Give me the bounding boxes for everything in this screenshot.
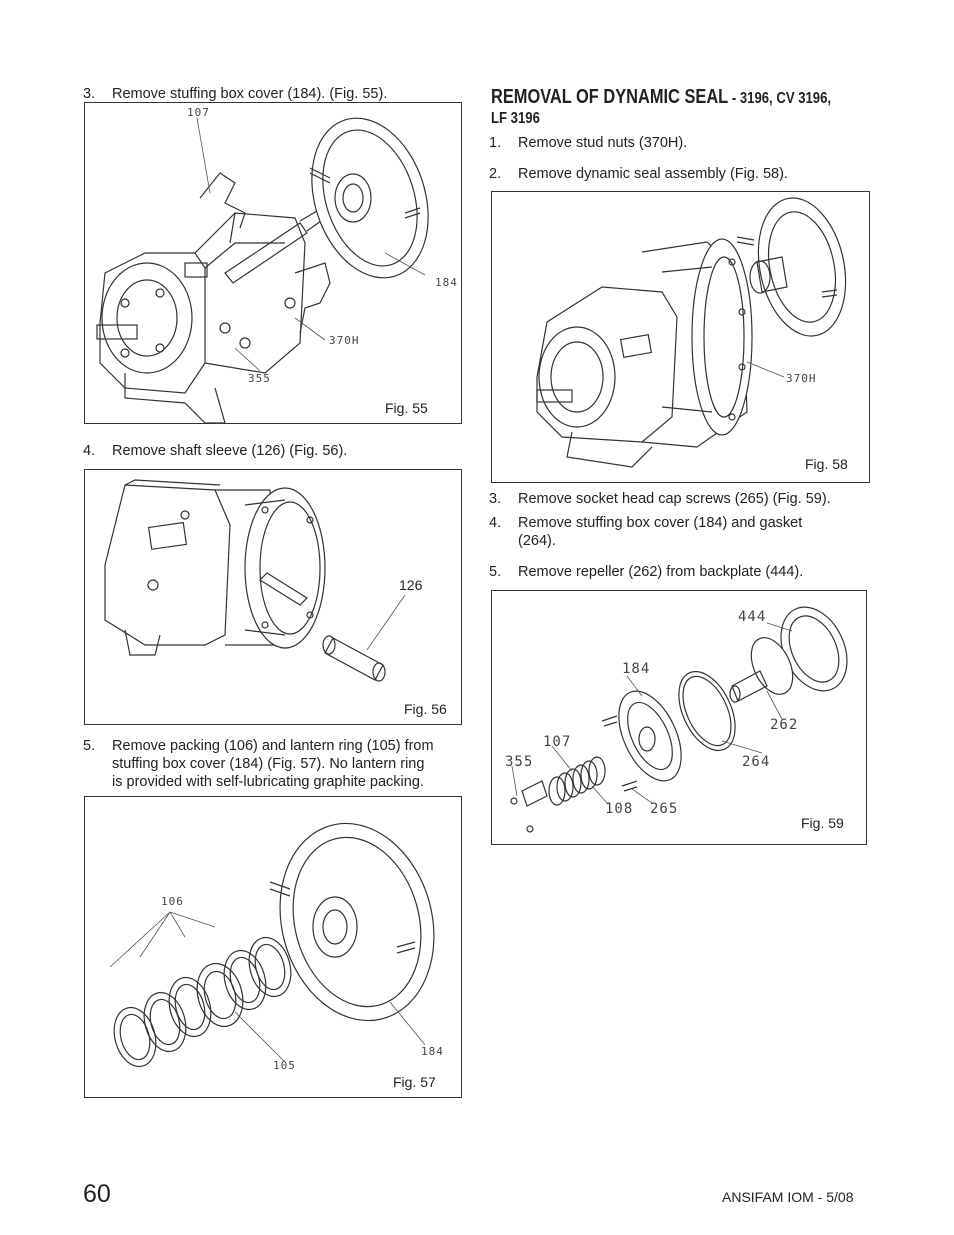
callout-370h: 370H: [329, 334, 360, 347]
section-heading-line-2: LF 3196: [491, 110, 540, 127]
callout-107: 107: [187, 106, 210, 119]
document-id: ANSIFAM IOM - 5/08: [722, 1189, 854, 1205]
step-4-left: 4. Remove shaft sleeve (126) (Fig. 56).: [83, 442, 463, 460]
callout-105: 105: [273, 1059, 296, 1072]
callout-184: 184: [622, 661, 650, 677]
figure-caption: Fig. 57: [393, 1074, 436, 1090]
repeller-backplate-exploded-drawing: 444 184 107 355 262 264 108 265: [505, 606, 848, 833]
figure-caption: Fig. 56: [404, 701, 447, 717]
step-number: 4.: [489, 515, 502, 531]
callout-106: 106: [161, 895, 184, 908]
step-text-line-1: Remove packing (106) and lantern ring (1…: [112, 738, 434, 754]
callout-126: 126: [399, 577, 423, 593]
callout-264: 264: [742, 754, 770, 770]
step-2-right: 2. Remove dynamic seal assembly (Fig. 58…: [489, 165, 869, 183]
step-text: Remove stud nuts (370H).: [518, 135, 688, 151]
step-text-line-1: Remove stuffing box cover (184) and gask…: [518, 515, 803, 531]
callout-184: 184: [435, 276, 458, 289]
step-text-line-2: (264).: [518, 533, 556, 549]
step-text: Remove dynamic seal assembly (Fig. 58).: [518, 166, 788, 182]
callout-444: 444: [738, 609, 766, 625]
step-number: 5.: [489, 564, 502, 580]
step-3-left: 3. Remove stuffing box cover (184). (Fig…: [83, 85, 463, 103]
step-5-left: 5. Remove packing (106) and lantern ring…: [83, 737, 468, 793]
step-3-right: 3. Remove socket head cap screws (265) (…: [489, 490, 889, 508]
heading-main: REMOVAL OF DYNAMIC SEAL: [491, 86, 729, 108]
figure-57: 106 105 184 Fig. 57: [84, 796, 462, 1098]
step-number: 4.: [83, 443, 96, 459]
step-text: Remove repeller (262) from backplate (44…: [518, 564, 804, 580]
callout-265: 265: [650, 801, 678, 817]
heading-suffix: - 3196, CV 3196,: [728, 90, 832, 107]
figure-55: 107 184 370H 355 Fig. 55: [84, 102, 462, 424]
step-number: 5.: [83, 738, 96, 754]
step-text-line-2: stuffing box cover (184) (Fig. 57). No l…: [112, 756, 425, 772]
pump-cover-removal-drawing: 107 184 370H 355: [96, 106, 458, 423]
step-number: 3.: [83, 86, 96, 102]
callout-184: 184: [421, 1045, 444, 1058]
step-text: Remove socket head cap screws (265) (Fig…: [518, 491, 831, 507]
callout-355: 355: [505, 754, 533, 770]
figure-caption: Fig. 58: [805, 456, 848, 472]
step-text-line-3: is provided with self-lubricating graphi…: [112, 774, 424, 790]
step-text: Remove stuffing box cover (184). (Fig. 5…: [112, 86, 388, 102]
step-5-right: 5. Remove repeller (262) from backplate …: [489, 563, 889, 581]
section-heading: REMOVAL OF DYNAMIC SEAL - 3196, CV 3196,: [491, 86, 831, 109]
dynamic-seal-removal-drawing: 370H: [536, 197, 847, 468]
callout-262: 262: [770, 717, 798, 733]
callout-107: 107: [543, 734, 571, 750]
callout-370h: 370H: [786, 372, 817, 385]
step-number: 1.: [489, 135, 502, 151]
step-number: 2.: [489, 166, 502, 182]
step-number: 3.: [489, 491, 502, 507]
figure-56: 126 Fig. 56: [84, 469, 462, 725]
step-text: Remove shaft sleeve (126) (Fig. 56).: [112, 443, 348, 459]
step-1-right: 1. Remove stud nuts (370H).: [489, 134, 869, 152]
step-4-right: 4. Remove stuffing box cover (184) and g…: [489, 514, 889, 550]
figure-58: 370H Fig. 58: [491, 191, 870, 483]
page-number: 60: [83, 1180, 111, 1208]
packing-removal-drawing: 106 105 184: [109, 822, 444, 1072]
callout-355: 355: [248, 372, 271, 385]
figure-caption: Fig. 59: [801, 815, 844, 831]
figure-caption: Fig. 55: [385, 400, 428, 416]
figure-59: 444 184 107 355 262 264 108 265 Fig. 59: [491, 590, 867, 845]
callout-108: 108: [605, 801, 633, 817]
shaft-sleeve-removal-drawing: 126: [104, 479, 423, 682]
